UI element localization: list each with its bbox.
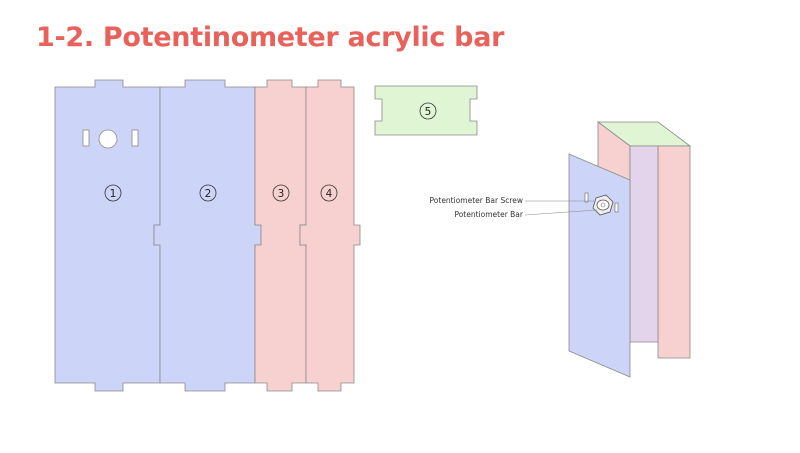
panel-1-slot-left — [82, 129, 90, 147]
panel-4: 4 — [299, 79, 361, 392]
assembled-right-panel — [657, 145, 691, 359]
potentiometer-bar-icon — [596, 199, 610, 211]
assembled-slot-right — [614, 202, 619, 213]
assembled-view: Potentiometer Bar Screw Potentiometer Ba… — [430, 121, 692, 378]
panel-2: 2 — [153, 79, 262, 392]
callout-screw: Potentiometer Bar Screw — [430, 196, 523, 205]
page-title: 1-2. Potentinometer acrylic bar — [36, 22, 505, 53]
assembled-side-panel — [629, 145, 659, 343]
panel-5-number: 5 — [425, 106, 432, 118]
panel-1-potentiometer-hole — [98, 129, 118, 149]
panel-3: 3 — [254, 79, 307, 392]
panel-1: 1 — [54, 79, 161, 392]
panel-2-number: 2 — [205, 188, 212, 200]
panel-4-number: 4 — [326, 188, 333, 200]
panel-1-slot-right — [131, 129, 139, 147]
assembled-front-panel — [568, 153, 631, 378]
panel-5: 5 — [374, 85, 478, 136]
callout-bar: Potentiometer Bar — [454, 210, 523, 219]
assembled-slot-left — [584, 192, 589, 203]
bar-leader-line — [524, 209, 598, 216]
panel-1-number: 1 — [110, 188, 117, 200]
panel-3-number: 3 — [278, 188, 285, 200]
